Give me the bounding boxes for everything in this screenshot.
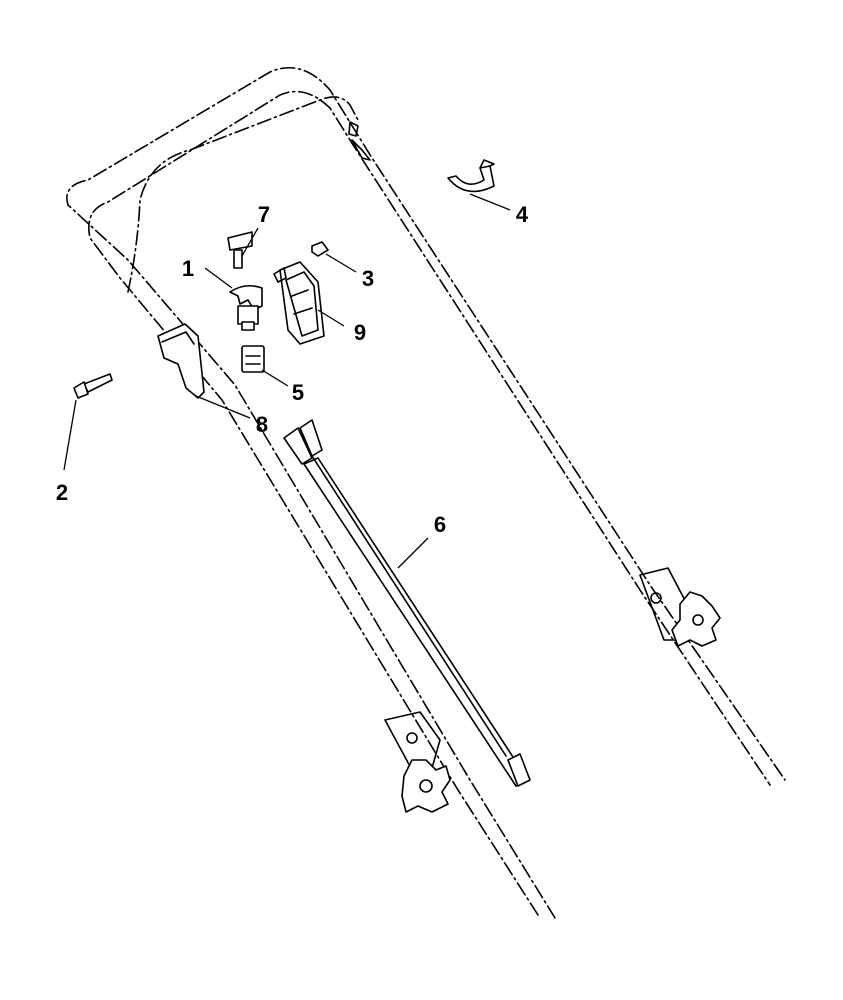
part-4-clip xyxy=(447,159,495,193)
callout-6: 6 xyxy=(434,512,446,537)
part-5-switch xyxy=(241,345,265,373)
handle-clip xyxy=(348,121,371,161)
pivot-knob-right xyxy=(639,567,721,647)
part-9-housing xyxy=(273,261,325,345)
callout-3: 3 xyxy=(362,266,374,291)
callout-7: 7 xyxy=(258,202,270,227)
leader-lines xyxy=(63,193,511,569)
callout-2: 2 xyxy=(56,480,68,505)
part-7-key xyxy=(227,231,253,269)
part-6-wire-harness xyxy=(283,419,531,787)
part-1-switch xyxy=(229,284,263,331)
callout-4: 4 xyxy=(516,202,529,227)
callout-9: 9 xyxy=(354,320,366,345)
callout-1: 1 xyxy=(182,256,194,281)
callout-labels: 1 2 3 4 5 6 7 8 9 xyxy=(56,202,529,537)
callout-5: 5 xyxy=(292,380,304,405)
pivot-knob-left xyxy=(384,711,451,813)
part-8-grip-bracket xyxy=(157,323,205,399)
part-2-bolt xyxy=(73,373,113,399)
handle-frame xyxy=(66,66,786,919)
part-3-nut xyxy=(311,241,329,257)
callout-8: 8 xyxy=(256,412,268,437)
